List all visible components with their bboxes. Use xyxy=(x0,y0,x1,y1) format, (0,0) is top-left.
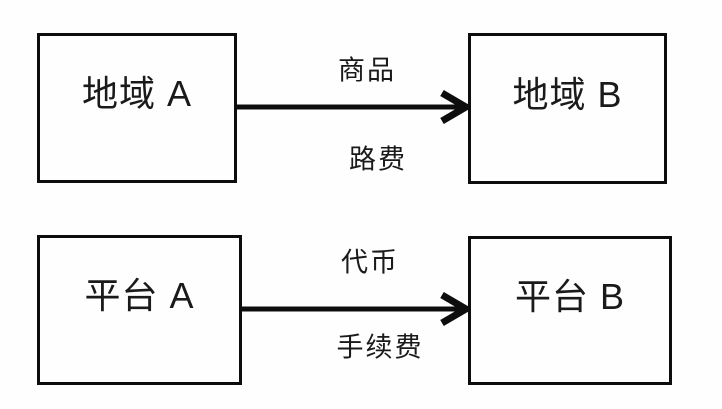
box-platform-a: 平台 A xyxy=(37,235,242,385)
box-region-b: 地域 B xyxy=(468,33,667,184)
box-platform-b-label: 平台 B xyxy=(514,275,625,317)
arrow1-label-below: 路费 xyxy=(349,144,407,175)
box-region-b-label: 地域 B xyxy=(512,73,623,115)
box-platform-a-label: 平台 A xyxy=(84,275,195,316)
arrow1-label-above: 商品 xyxy=(338,55,396,86)
arrow2-label-below: 手续费 xyxy=(336,332,424,363)
box-platform-b: 平台 B xyxy=(468,236,672,385)
box-region-a-label: 地域 A xyxy=(81,73,192,114)
arrow2-label-above: 代币 xyxy=(341,247,399,278)
arrow-region-a-to-region-b-icon xyxy=(237,89,469,125)
box-region-a: 地域 A xyxy=(37,33,237,183)
arrow-platform-a-to-platform-b-icon xyxy=(242,291,469,327)
